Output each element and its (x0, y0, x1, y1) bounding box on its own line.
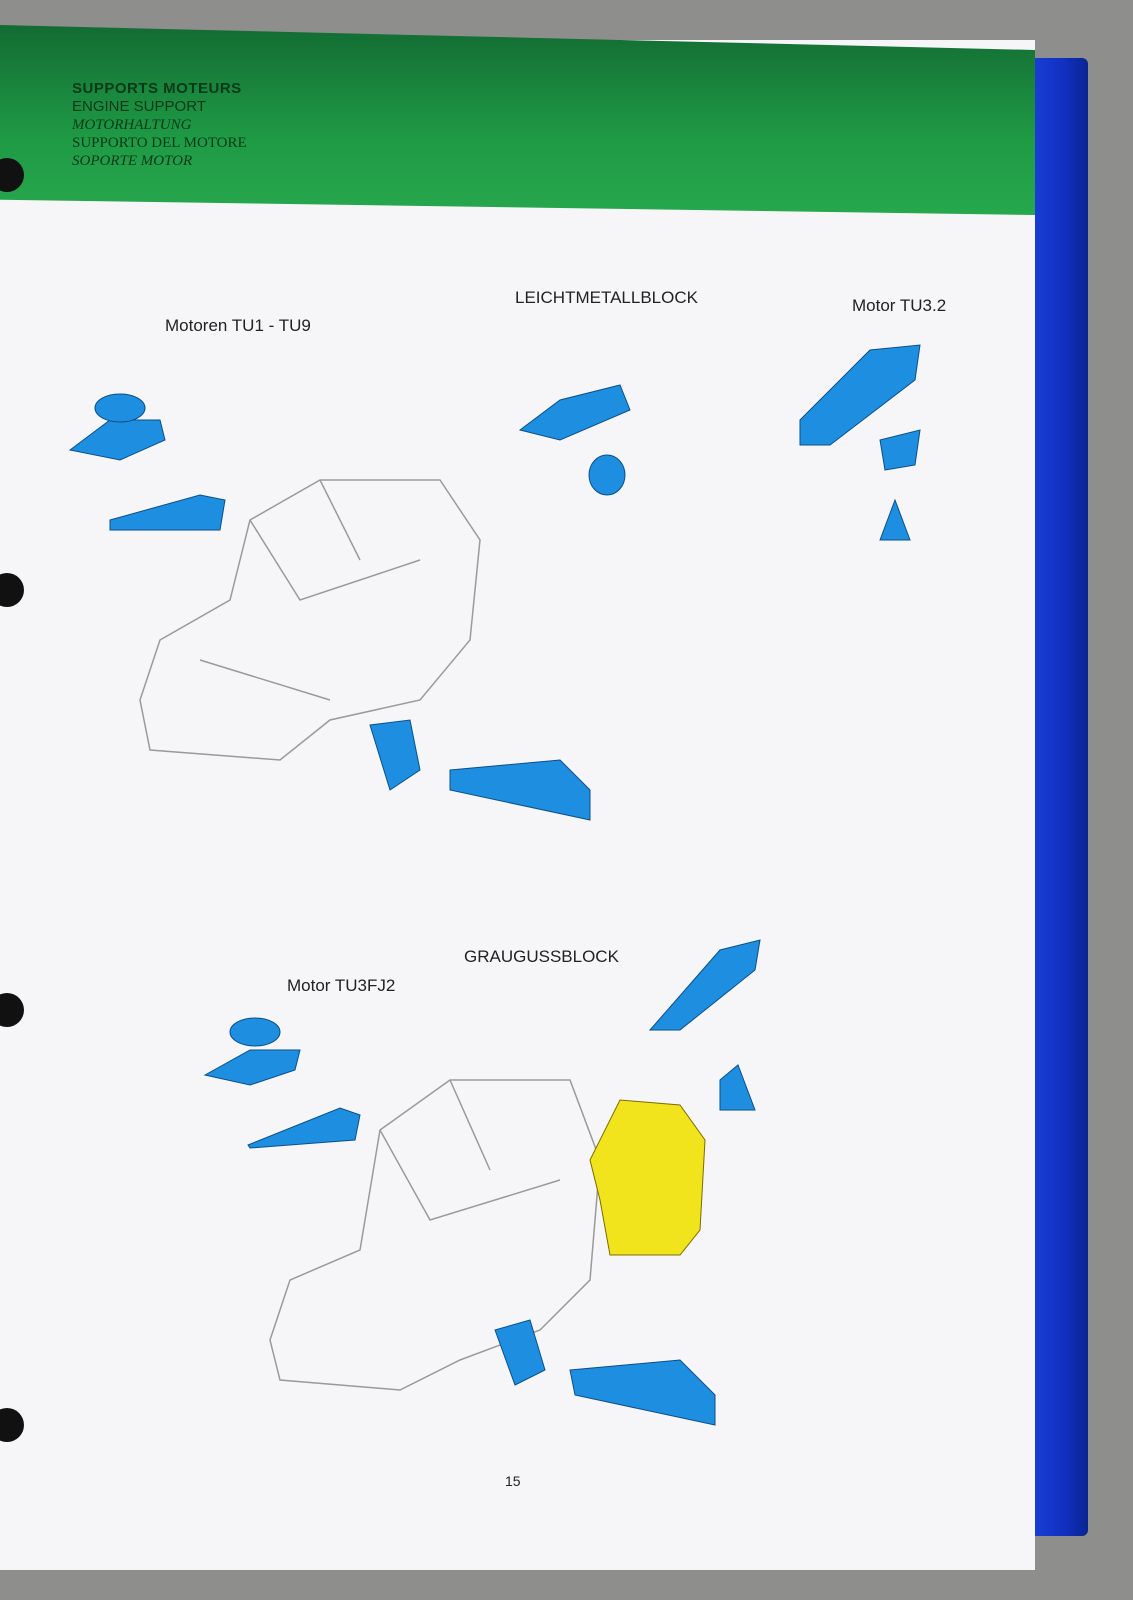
bracket-tu32 (799, 344, 921, 446)
label-leichtmetallblock: LEICHTMETALLBLOCK (515, 288, 698, 307)
section-title: SUPPORTS MOTEURS ENGINE SUPPORT MOTORHAL… (72, 80, 247, 170)
rubber-cast-iron (719, 1064, 756, 1111)
rear-mount-bottom (494, 1319, 546, 1386)
rubber-light-alloy (588, 454, 626, 496)
rubber-tu32 (879, 498, 911, 541)
mount-plate-tu3fj2 (203, 1049, 301, 1086)
blue-parts (68, 344, 921, 1426)
label-tu1-tu9: Motoren TU1 - TU9 (165, 316, 311, 335)
torque-arm-top (449, 759, 591, 821)
label-graugussblock: GRAUGUSSBLOCK (464, 947, 619, 966)
engine-outline-top (139, 479, 481, 761)
title-en: ENGINE SUPPORT (72, 98, 206, 115)
cup-tu32 (879, 429, 921, 471)
bracket-left (109, 494, 226, 531)
mount-plate-left (68, 419, 166, 461)
bracket-tu3fj2 (247, 1107, 361, 1149)
bracket-cast-iron (648, 939, 761, 1031)
title-es: SOPORTE MOTOR (72, 153, 193, 169)
page-number: 15 (505, 1473, 521, 1489)
yellow-engine-bracket (589, 1099, 706, 1256)
catalog-page (0, 40, 1035, 1570)
mount-rubber-left (94, 393, 146, 423)
mount-rubber-tu3fj2 (229, 1017, 281, 1047)
rear-mount-top (369, 719, 421, 791)
binder-edge (1030, 58, 1088, 1536)
label-tu32: Motor TU3.2 (852, 296, 947, 315)
label-tu3fj2: Motor TU3FJ2 (287, 976, 396, 995)
torque-arm-bottom (569, 1359, 716, 1426)
title-it: SUPPORTO DEL MOTORE (72, 135, 247, 151)
section-header-band (0, 25, 1035, 215)
bracket-light-alloy (518, 384, 631, 441)
title-fr: SUPPORTS MOTEURS (72, 80, 242, 97)
title-de: MOTORHALTUNG (72, 117, 192, 133)
